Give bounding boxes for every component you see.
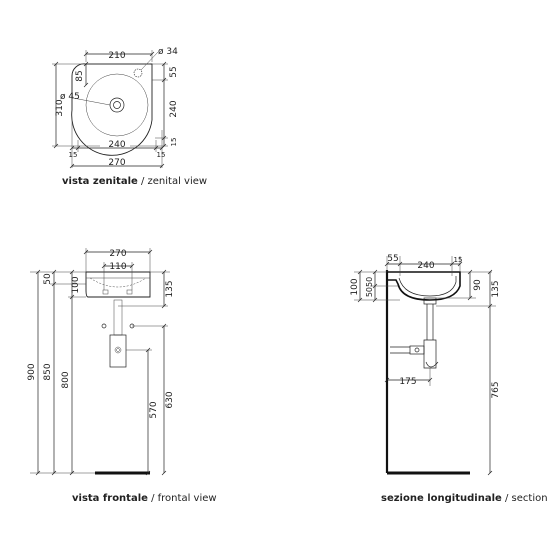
- dim-section-175: 175: [399, 377, 416, 387]
- dim-section-55: 55: [387, 254, 398, 264]
- dim-tap-diameter: ø 34: [158, 47, 178, 57]
- dim-height-900: 900: [27, 363, 37, 380]
- dim-height-850: 850: [43, 363, 53, 380]
- dim-height-135: 135: [165, 280, 175, 297]
- basin-section: [387, 271, 461, 301]
- dim-right-15: 15: [170, 138, 178, 147]
- basin-bowl: [85, 73, 149, 137]
- dim-height-570: 570: [149, 401, 159, 418]
- dim-right-240: 240: [169, 100, 179, 117]
- dim-section-765: 765: [491, 381, 501, 398]
- dim-left-15: 15: [69, 151, 78, 159]
- zenital-view: 210 ø 34 310 85 ø 45 55 240 15 240: [52, 47, 207, 187]
- caption-frontal: vista frontale / frontal view: [72, 493, 217, 504]
- dim-drain-diameter: ø 45: [60, 92, 80, 102]
- dim-section-90: 90: [473, 279, 483, 291]
- frontal-view: 270 110 900 50 850 100 800 135: [27, 248, 217, 504]
- dim-section-5050: 5050: [365, 277, 374, 297]
- dim-inner-240: 240: [108, 140, 125, 150]
- tap-hole: [133, 68, 143, 78]
- caption-zenital: vista zenitale / zenital view: [62, 176, 207, 187]
- dim-height-800: 800: [61, 371, 71, 388]
- dim-right-15b: 15: [157, 151, 166, 159]
- caption-section: sezione longitudinale / section: [381, 493, 548, 504]
- siphon-trap: [423, 339, 437, 369]
- dim-width-270: 270: [109, 249, 126, 259]
- dim-height-630: 630: [165, 391, 175, 408]
- dim-top-210: 210: [108, 51, 125, 61]
- basin-front-outline: [85, 271, 151, 298]
- dim-total-310: 310: [55, 99, 65, 116]
- dim-section-240: 240: [417, 261, 434, 271]
- dim-overall-270: 270: [108, 158, 125, 168]
- dim-right-55: 55: [169, 66, 179, 77]
- dim-height-50: 50: [43, 273, 53, 285]
- dim-offset-85: 85: [75, 70, 85, 81]
- dim-holes-110: 110: [109, 262, 126, 272]
- dim-section-135: 135: [491, 280, 501, 297]
- waste-pipe: [113, 299, 123, 336]
- dim-height-100: 100: [71, 276, 81, 293]
- section-view: 55 240 15 100 5050 90 135 765 175 sezion…: [350, 254, 548, 504]
- dim-section-100: 100: [350, 278, 360, 295]
- dim-section-15: 15: [454, 256, 463, 264]
